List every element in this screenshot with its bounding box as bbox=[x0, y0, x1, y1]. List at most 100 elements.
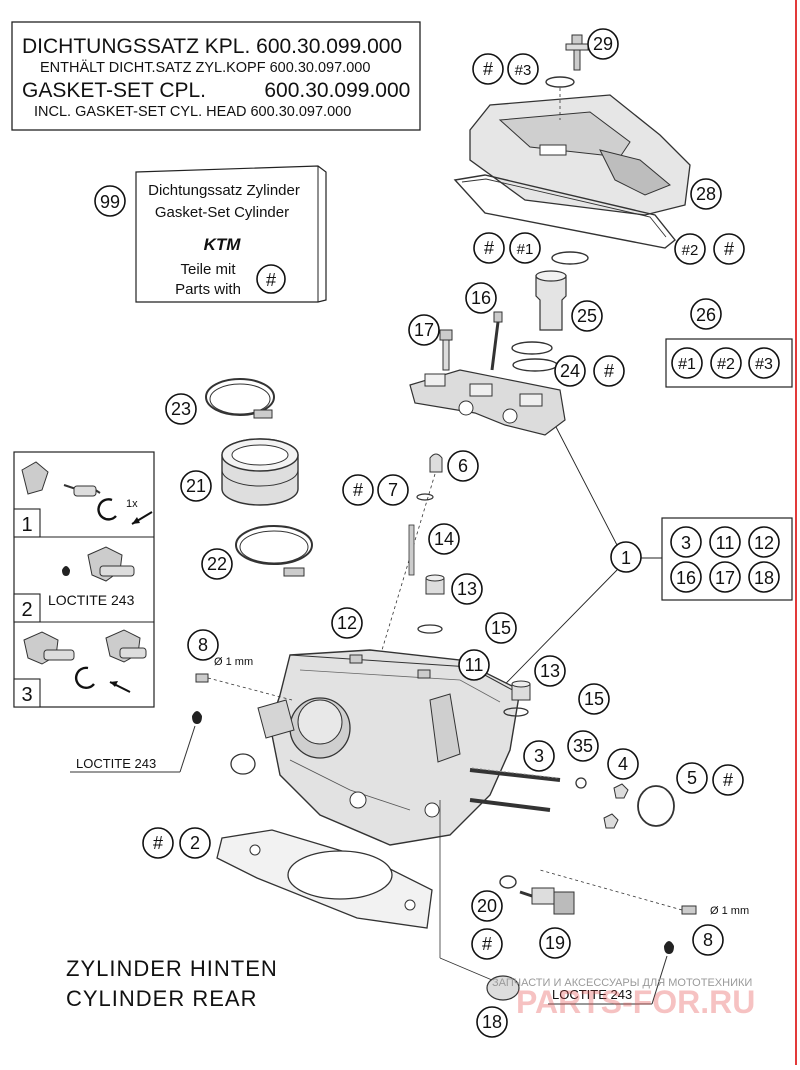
svg-text:#1: #1 bbox=[678, 356, 696, 373]
svg-text:16: 16 bbox=[676, 568, 696, 588]
kit-line-3: Teile mit bbox=[180, 261, 236, 278]
callout-13a: 13 bbox=[451, 573, 483, 605]
callout-8b: 8 bbox=[692, 924, 724, 956]
callout-h2-b: #2 bbox=[674, 233, 706, 265]
header-line-4: INCL. GASKET-SET CYL. HEAD 600.30.097.00… bbox=[34, 104, 351, 120]
callout-4: 4 bbox=[607, 748, 639, 780]
callout-h1-a: #1 bbox=[509, 232, 541, 264]
callout-18-text: 18 bbox=[482, 1012, 502, 1032]
kit-line-2: Gasket-Set Cylinder bbox=[155, 204, 289, 221]
callout-21-text: 21 bbox=[186, 476, 206, 496]
callout-15a: 15 bbox=[485, 612, 517, 644]
callout-8b-text: 8 bbox=[703, 930, 713, 950]
callout-2: 2 bbox=[179, 827, 211, 859]
kit-line-1: Dichtungssatz Zylinder bbox=[148, 182, 300, 199]
callout-hash-2-text: # bbox=[153, 833, 163, 853]
callout-35-text: 35 bbox=[573, 736, 593, 756]
jet-8-right bbox=[539, 869, 697, 954]
label-loctite-left: LOCTITE 243 bbox=[76, 756, 156, 771]
ktm-logo: KTM bbox=[204, 235, 242, 254]
kit-box: Dichtungssatz Zylinder Gasket-Set Cylind… bbox=[135, 165, 327, 303]
label-loctite-right: LOCTITE 243 bbox=[552, 987, 632, 1002]
svg-text:18: 18 bbox=[754, 568, 774, 588]
svg-text:#3: #3 bbox=[755, 356, 773, 373]
callout-7-text: 7 bbox=[388, 480, 398, 500]
callout-hash-b-text: # bbox=[724, 239, 734, 259]
callout-hash-24-text: # bbox=[604, 361, 614, 381]
callout-19: 19 bbox=[539, 927, 571, 959]
callout-16-text: 16 bbox=[471, 288, 491, 308]
header-line-2: ENTHÄLT DICHT.SATZ ZYL.KOPF 600.30.097.0… bbox=[40, 59, 370, 76]
callout-20: 20 bbox=[471, 890, 503, 922]
callout-29: 29 bbox=[587, 28, 619, 60]
group-26-label: 26 bbox=[696, 305, 716, 325]
callout-12: 12 bbox=[331, 607, 363, 639]
callout-16: 16 bbox=[465, 282, 497, 314]
callout-11-text: 11 bbox=[465, 655, 484, 675]
nut-6 bbox=[416, 453, 443, 501]
callout-5-text: 5 bbox=[687, 768, 697, 788]
callout-h1-a-text: #1 bbox=[517, 241, 534, 258]
callout-h3-29: #3 bbox=[507, 53, 539, 85]
callout-15a-text: 15 bbox=[491, 618, 511, 638]
callout-hash-5: # bbox=[712, 764, 744, 796]
oring-24a bbox=[511, 341, 553, 355]
callout-2-text: 2 bbox=[190, 833, 200, 853]
clamp-23 bbox=[205, 378, 275, 419]
valve-cover bbox=[453, 94, 691, 249]
sensor-19 bbox=[519, 887, 575, 915]
callout-hash-7-text: # bbox=[353, 480, 363, 500]
callout-3: 3 bbox=[523, 740, 555, 772]
group-26: 26 #1 #2 #3 bbox=[665, 298, 793, 388]
callout-25-text: 25 bbox=[577, 306, 597, 326]
callout-22-text: 22 bbox=[207, 554, 227, 574]
sleeve-13a bbox=[417, 574, 445, 634]
callout-hash-20: # bbox=[471, 928, 503, 960]
cylinder-head bbox=[230, 649, 521, 846]
kit-line-4: Parts with bbox=[175, 281, 241, 298]
label-dia-1mm-right: Ø 1 mm bbox=[710, 905, 749, 917]
callout-6: 6 bbox=[447, 450, 479, 482]
camshaft-carrier bbox=[409, 369, 566, 436]
stud-14 bbox=[408, 524, 415, 576]
callout-hash-2: # bbox=[142, 827, 174, 859]
seal-ring bbox=[551, 251, 589, 265]
oring-24b bbox=[512, 358, 558, 372]
callout-11: 11 bbox=[458, 649, 490, 681]
callout-4-text: 4 bbox=[618, 754, 628, 774]
callout-hash-29: # bbox=[472, 53, 504, 85]
part-18-bottom bbox=[439, 800, 520, 1001]
callout-13b-text: 13 bbox=[540, 661, 560, 681]
bolt-16 bbox=[490, 311, 503, 371]
footer-line-1: ZYLINDER HINTEN bbox=[66, 956, 278, 981]
watermark-small: ЗАПЧАСТИ И АКСЕССУАРЫ ДЛЯ МОТОТЕХНИКИ bbox=[492, 977, 752, 989]
callout-hash-a: # bbox=[473, 232, 505, 264]
edge-line bbox=[795, 0, 797, 1065]
callout-15b: 15 bbox=[578, 683, 610, 715]
stud-3 bbox=[469, 767, 561, 812]
callout-12-text: 12 bbox=[337, 613, 357, 633]
bolt-29 bbox=[545, 34, 589, 120]
head-gasket bbox=[216, 829, 433, 929]
callout-3-text: 3 bbox=[534, 746, 544, 766]
callout-8a: 8 bbox=[187, 629, 219, 661]
callout-hash-24: # bbox=[593, 355, 625, 387]
callout-23-text: 23 bbox=[171, 399, 191, 419]
callout-13a-text: 13 bbox=[457, 579, 477, 599]
callout-hash-7: # bbox=[342, 474, 374, 506]
svg-text:#2: #2 bbox=[717, 356, 735, 373]
svg-text:3: 3 bbox=[681, 533, 691, 553]
watermark-big: PARTS-FOR.RU bbox=[516, 984, 755, 1020]
group-1-label: 1 bbox=[621, 548, 631, 568]
callout-21: 21 bbox=[180, 470, 212, 502]
callout-99: 99 bbox=[94, 185, 126, 217]
step-2-number: 2 bbox=[21, 599, 32, 621]
header-line-1: DICHTUNGSSATZ KPL. 600.30.099.000 bbox=[22, 35, 402, 58]
callout-28-text: 28 bbox=[696, 184, 716, 204]
callout-20-text: 20 bbox=[477, 896, 497, 916]
callout-29-text: 29 bbox=[593, 34, 613, 54]
footer-line-2: CYLINDER REAR bbox=[66, 986, 257, 1011]
step-1-note: 1x bbox=[126, 498, 138, 510]
